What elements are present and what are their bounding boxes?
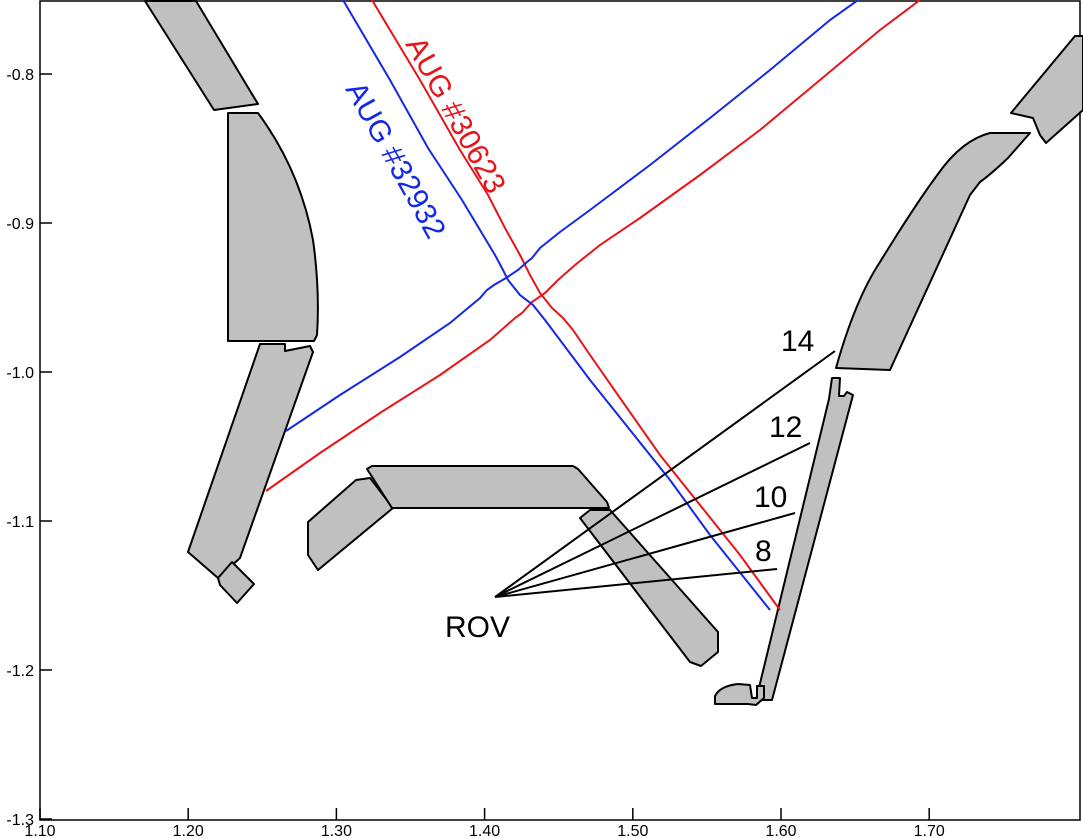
separatrix-30623-leg-a <box>371 0 781 611</box>
dome-right-wing <box>579 509 719 667</box>
x-axis: 1.10 1.20 1.30 1.40 1.50 1.60 1.70 <box>24 808 945 838</box>
y-tick-label: -0.9 <box>6 216 34 233</box>
plot-frame <box>39 0 1081 821</box>
channel-label-8: 8 <box>755 535 772 568</box>
upper-outer-tile <box>1010 35 1083 144</box>
outer-strike-tile <box>714 683 765 706</box>
y-tick-label: -1.0 <box>6 365 34 382</box>
channel-label-12: 12 <box>769 411 802 444</box>
outer-divertor-tile <box>755 377 854 701</box>
y-tick-label: -0.8 <box>6 67 34 84</box>
separatrix-30623-leg-b <box>265 0 921 492</box>
vessel-components <box>144 0 1083 706</box>
y-tick-label: -1.3 <box>6 812 34 829</box>
lines-of-sight <box>494 350 836 598</box>
x-tick-label: 1.60 <box>765 823 796 838</box>
x-tick-label: 1.70 <box>914 823 945 838</box>
inner-heat-shield <box>227 112 319 342</box>
los-14 <box>494 350 836 598</box>
separatrix-32932-leg-a <box>342 0 771 611</box>
y-tick-label: -1.1 <box>6 514 34 531</box>
x-tick-label: 1.40 <box>469 823 500 838</box>
inner-strike-tile <box>217 561 255 604</box>
channel-label-10: 10 <box>754 481 787 514</box>
los-8 <box>494 568 778 598</box>
channel-label-14: 14 <box>781 325 814 358</box>
inner-divertor-baffle <box>187 343 314 579</box>
separatrix-32932-leg-b <box>285 0 859 432</box>
los-12 <box>494 442 811 598</box>
separatrix-lines <box>265 0 921 611</box>
y-axis: -0.8 -0.9 -1.0 -1.1 -1.2 -1.3 <box>6 67 52 829</box>
y-tick-label: -1.2 <box>6 663 34 680</box>
x-tick-label: 1.10 <box>24 823 55 838</box>
x-tick-label: 1.50 <box>617 823 648 838</box>
x-tick-label: 1.20 <box>173 823 204 838</box>
x-tick-label: 1.30 <box>321 823 352 838</box>
dome-top <box>366 465 610 509</box>
los-10 <box>494 512 796 598</box>
rov-label: ROV <box>445 611 510 644</box>
outer-baffle <box>835 132 1031 371</box>
upper-inner-tile <box>144 0 259 111</box>
